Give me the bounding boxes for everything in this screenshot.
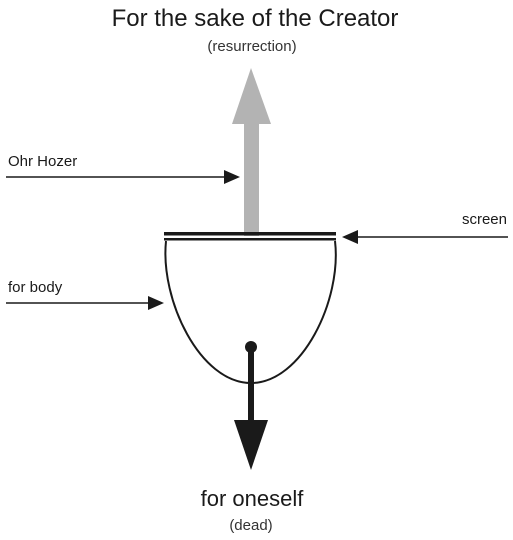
diagram-title: For the sake of the Creator [112, 5, 399, 32]
ohr-hozer-pointer-arrow [6, 170, 240, 184]
upward-arrow [232, 68, 271, 236]
ohr-hozer-label: Ohr Hozer [8, 153, 77, 170]
upward-arrowhead [232, 68, 271, 124]
screen-pointer-arrow [342, 230, 508, 244]
downward-arrowhead [234, 420, 268, 470]
bottom-subtitle: (dead) [229, 517, 272, 534]
upward-arrow-shaft [244, 122, 259, 236]
downward-arrow-shaft [248, 347, 254, 427]
screen-line [164, 232, 336, 241]
bottom-title: for oneself [201, 486, 305, 511]
for-body-label: for body [8, 279, 63, 296]
diagram-subtitle: (resurrection) [207, 38, 296, 55]
for-body-pointer-arrow [6, 296, 164, 310]
downward-arrow [234, 341, 268, 470]
screen-label: screen [462, 211, 507, 228]
